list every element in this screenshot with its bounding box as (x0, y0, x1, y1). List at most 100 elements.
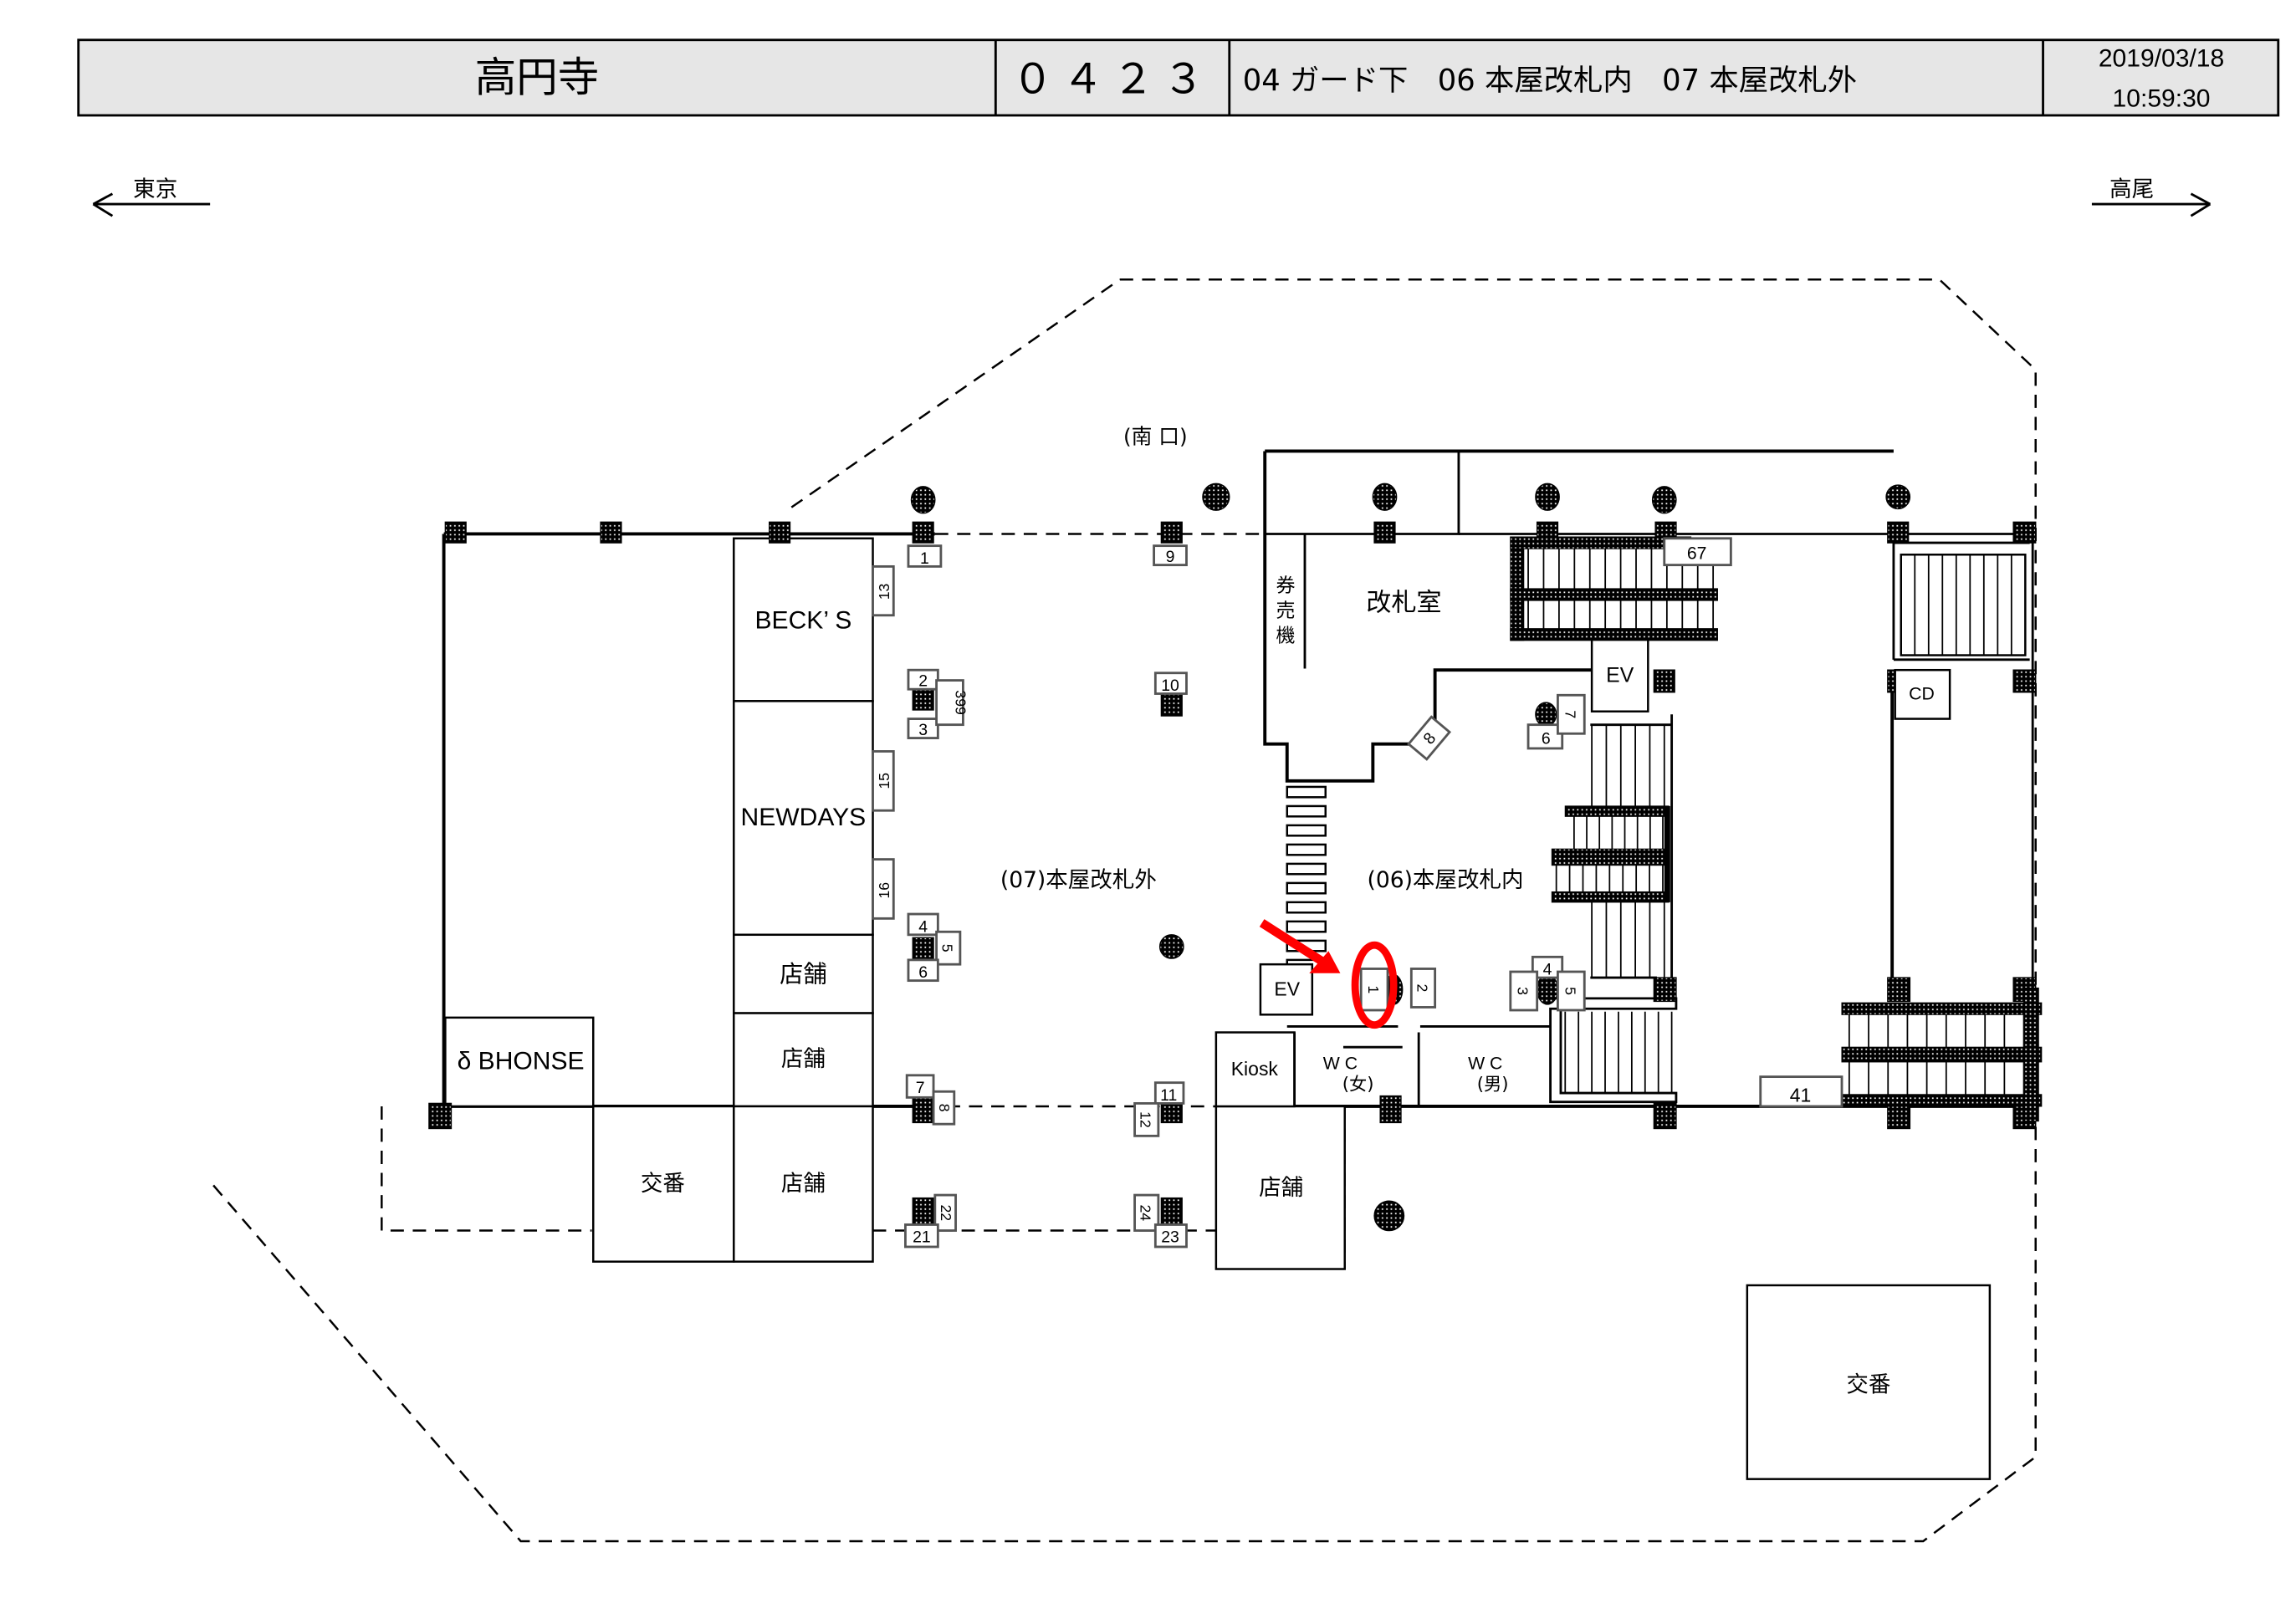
koban-right[interactable] (1746, 1284, 1992, 1480)
svg-text:2: 2 (1414, 984, 1430, 993)
marker-r5[interactable] (1557, 970, 1586, 1012)
shop-c[interactable] (733, 1105, 874, 1263)
shop-becks-label: BECK’ S (755, 607, 852, 635)
svg-text:21: 21 (913, 1228, 931, 1247)
marker-22[interactable] (933, 1193, 957, 1232)
ticket-machine-label-2: 売 (1276, 600, 1295, 622)
pillar (912, 687, 934, 711)
elevator-bottom[interactable] (1259, 963, 1314, 1016)
marker-10[interactable] (1153, 672, 1188, 695)
elevator-bottom-label: EV (1274, 978, 1300, 999)
wall-markers: 13 15 16 (872, 564, 895, 920)
highlight-arrow-icon (1309, 951, 1341, 973)
svg-text:1: 1 (920, 549, 929, 568)
shop-d-label: 店舗 (1259, 1175, 1303, 1201)
direction-right-label: 高尾 (2109, 176, 2154, 202)
shop-a[interactable] (733, 933, 874, 1014)
marker-r2[interactable] (1409, 968, 1437, 1009)
pillar (1160, 692, 1183, 717)
area-06-label: (06)本屋改札内 (1367, 867, 1523, 893)
marker-11[interactable] (1153, 1081, 1185, 1105)
marker-r41[interactable] (1759, 1075, 1843, 1108)
marker-r3[interactable] (1509, 970, 1539, 1012)
marker-16[interactable] (872, 858, 895, 920)
pillar (2012, 669, 2037, 693)
wc-men-label-1[interactable]: W C (1468, 1055, 1502, 1074)
svg-text:24: 24 (1138, 1204, 1154, 1221)
marker-24[interactable] (1133, 1193, 1160, 1232)
cash-dispenser-label: CD (1909, 685, 1935, 704)
print-date: 2019/03/18 (2099, 45, 2224, 73)
marker-4[interactable] (907, 912, 939, 937)
marker-5[interactable] (935, 930, 962, 966)
pillar (1653, 669, 1675, 693)
shop-c-label: 店舗 (781, 1171, 826, 1197)
staircase-right-top (1892, 541, 2030, 661)
marker-399[interactable] (935, 679, 964, 727)
marker-r1[interactable] (1359, 968, 1389, 1012)
gate-room-label: 改札室 (1366, 588, 1441, 617)
marker-21[interactable] (904, 1223, 939, 1249)
marker-8[interactable] (932, 1090, 956, 1126)
svg-text:67: 67 (1687, 544, 1707, 564)
round-columns (910, 483, 1911, 1232)
svg-text:13: 13 (876, 583, 892, 600)
koban-left[interactable] (592, 1105, 735, 1263)
cash-dispenser[interactable] (1894, 668, 1951, 720)
wc-men-label-2: (男) (1477, 1075, 1509, 1095)
marker-r7[interactable] (1557, 693, 1586, 735)
shop-d[interactable] (1214, 1105, 1346, 1270)
marker-6[interactable] (907, 958, 939, 983)
svg-text:23: 23 (1161, 1228, 1179, 1247)
column (1536, 973, 1559, 1005)
elevator-top[interactable] (1590, 636, 1649, 712)
marker-r8[interactable] (1407, 715, 1452, 761)
svg-text:4: 4 (918, 917, 928, 936)
pillar (1653, 1102, 1677, 1130)
column (1202, 483, 1230, 511)
marker-23[interactable] (1153, 1223, 1188, 1249)
marker-13[interactable] (872, 564, 895, 617)
marker-7[interactable] (905, 1074, 935, 1099)
kiosk-label: Kiosk (1231, 1058, 1279, 1080)
marker-r6[interactable] (1526, 723, 1564, 750)
markers-07: 1 2 3 399 4 5 6 7 8 9 10 11 12 22 21 24 … (904, 544, 1188, 1249)
svg-text:22: 22 (938, 1204, 954, 1221)
south-exit-label: (南 口) (1123, 425, 1188, 449)
ticket-machine-label-1: 券 (1276, 575, 1295, 596)
svg-text:8: 8 (936, 1104, 953, 1112)
pillar (444, 521, 467, 544)
arrow-right-icon (2091, 192, 2212, 217)
marker-12[interactable] (1133, 1102, 1160, 1137)
pillar (600, 521, 622, 544)
shop-newdays[interactable] (733, 700, 874, 937)
marker-3[interactable] (907, 718, 939, 739)
svg-text:15: 15 (876, 773, 892, 789)
pillar (769, 521, 791, 544)
shop-b[interactable] (733, 1012, 874, 1108)
shop-b-label: 店舗 (781, 1046, 826, 1072)
pillar (912, 937, 934, 961)
pillar (912, 1095, 934, 1124)
svg-text:12: 12 (1138, 1111, 1154, 1128)
walls (442, 449, 2036, 1108)
gate-room: 券 売 機 改札室 8 (1276, 575, 1452, 761)
marker-1[interactable] (907, 544, 943, 568)
shop-bhonse[interactable] (444, 1016, 595, 1108)
svg-text:9: 9 (1166, 548, 1175, 566)
kiosk[interactable] (1214, 1031, 1296, 1108)
marker-9[interactable] (1153, 544, 1188, 567)
print-time: 10:59:30 (2113, 84, 2211, 112)
site-boundary (210, 278, 2037, 1543)
staircase-lower (1549, 997, 1678, 1104)
lower-left-dashed (381, 1106, 592, 1232)
shop-becks[interactable] (733, 537, 874, 702)
svg-text:7: 7 (916, 1079, 925, 1097)
wc-women-label-1[interactable]: W C (1323, 1055, 1358, 1074)
marker-r67[interactable] (1663, 537, 1732, 567)
area-list: 04 ガード下 06 本屋改札内 07 本屋改札外 (1243, 64, 1857, 98)
area-07-label: (07)本屋改札外 (1000, 867, 1157, 893)
marker-15[interactable] (872, 750, 895, 812)
svg-text:16: 16 (876, 882, 892, 899)
site-boundary-upper-left (790, 278, 1121, 508)
